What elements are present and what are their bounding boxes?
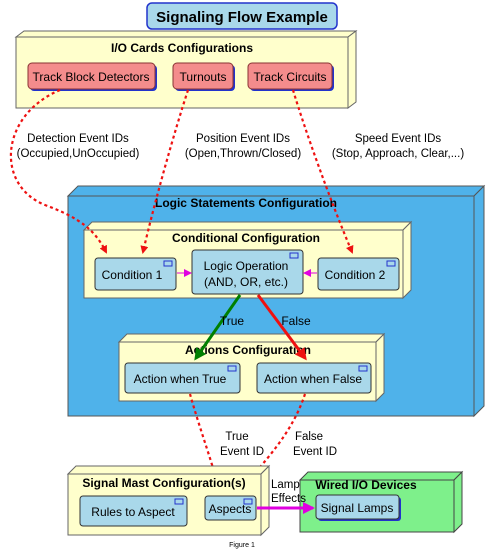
lamp-effects-label: Lamp Effects — [271, 479, 306, 505]
component-icon — [227, 365, 237, 372]
aspects-box: Aspects — [204, 495, 257, 521]
signal-lamps-box: Signal Lamps — [315, 494, 401, 521]
detection-dotted-arrow — [9, 88, 107, 254]
true-event-id-line1: True — [225, 431, 248, 443]
true-event-id-line2: Event ID — [220, 446, 264, 458]
component-icon — [358, 365, 368, 372]
true-branch-label: True — [220, 314, 245, 328]
track-block-detectors-label: Track Block Detectors — [33, 70, 150, 84]
track-circuits-box: Track Circuits — [247, 62, 334, 91]
speed-event-label: Speed Event IDs (Stop, Approach, Clear,.… — [332, 133, 464, 160]
false-branch-label: False — [281, 314, 311, 328]
rules-to-aspect-label: Rules to Aspect — [91, 505, 175, 519]
speed-dotted-arrow — [291, 89, 354, 254]
false-event-id-line2: Event ID — [293, 446, 337, 458]
turnouts-label: Turnouts — [180, 70, 227, 84]
logic-statements-title: Logic Statements Configuration — [155, 196, 337, 210]
detection-event-label: Detection Event IDs (Occupied,UnOccupied… — [17, 133, 140, 160]
track-block-detectors-box: Track Block Detectors — [27, 62, 157, 91]
detection-event-line2: (Occupied,UnOccupied) — [17, 148, 140, 160]
track-circuits-label: Track Circuits — [254, 70, 327, 84]
io-cards-title: I/O Cards Configurations — [111, 41, 253, 55]
lamp-effects-line2: Effects — [271, 493, 306, 505]
true-event-dotted-arrow — [188, 393, 223, 496]
action-when-true-box: Action when True — [124, 362, 241, 394]
actions-config-title: Actions Configuration — [185, 343, 311, 357]
logic-operation-line2: (AND, OR, etc.) — [204, 275, 288, 289]
true-event-id-label: True Event ID — [220, 431, 264, 458]
component-icon — [289, 252, 299, 259]
condition-1-label: Condition 1 — [102, 268, 163, 282]
title-text: Signaling Flow Example — [156, 9, 328, 26]
aspects-label: Aspects — [209, 502, 252, 516]
logic-operation-box: Logic Operation (AND, OR, etc.) — [191, 249, 304, 295]
component-icon — [386, 260, 396, 267]
component-icon — [174, 498, 184, 505]
action-when-true-label: Action when True — [134, 372, 227, 386]
position-event-line2: (Open,Thrown/Closed) — [185, 148, 301, 160]
false-branch-arrow — [256, 294, 307, 361]
position-event-line1: Position Event IDs — [196, 133, 290, 145]
condition-2-box: Condition 2 — [317, 257, 400, 291]
speed-event-line2: (Stop, Approach, Clear,...) — [332, 148, 464, 160]
conditional-config-title: Conditional Configuration — [172, 231, 320, 245]
condition-2-label: Condition 2 — [325, 268, 386, 282]
speed-event-line1: Speed Event IDs — [355, 133, 442, 145]
figure-caption: Figure 1 — [229, 542, 255, 549]
action-when-false-label: Action when False — [264, 372, 362, 386]
action-when-false-box: Action when False — [256, 362, 372, 394]
detection-event-line1: Detection Event IDs — [27, 133, 129, 145]
wired-io-title: Wired I/O Devices — [315, 478, 417, 492]
position-event-label: Position Event IDs (Open,Thrown/Closed) — [185, 133, 301, 160]
diagram-title: Signaling Flow Example — [146, 2, 338, 30]
condition-1-box: Condition 1 — [94, 257, 177, 291]
false-event-id-line1: False — [295, 431, 323, 443]
signal-mast-title: Signal Mast Configuration(s) — [82, 476, 245, 490]
signal-lamps-label: Signal Lamps — [321, 501, 394, 515]
component-icon — [243, 498, 253, 505]
true-branch-arrow — [194, 294, 242, 361]
turnouts-box: Turnouts — [172, 62, 235, 91]
component-icon — [163, 260, 173, 267]
rules-to-aspect-box: Rules to Aspect — [79, 495, 188, 527]
lamp-effects-line1: Lamp — [271, 479, 300, 491]
false-event-id-label: False Event ID — [293, 431, 337, 458]
logic-operation-line1: Logic Operation — [204, 259, 289, 273]
position-dotted-arrow — [140, 89, 190, 254]
